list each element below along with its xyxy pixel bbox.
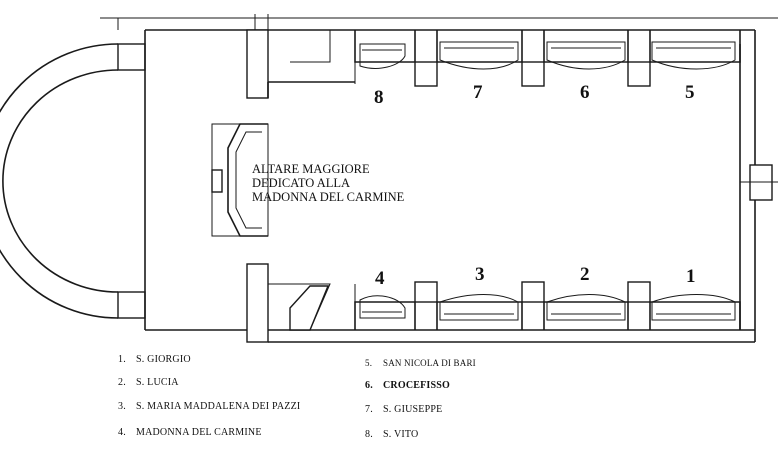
chapel-3 <box>436 294 523 330</box>
chapel-number-7: 7 <box>473 82 483 103</box>
north-chapels <box>354 30 741 70</box>
legend-number: 3. <box>118 401 126 412</box>
chapel-5 <box>649 30 741 70</box>
chapel-6 <box>543 30 629 70</box>
chapel-number-8: 8 <box>374 87 384 108</box>
legend-name: S. MARIA MADDALENA DEI PAZZI <box>136 401 301 412</box>
legend-item-3: 3. S. MARIA MADDALENA DEI PAZZI <box>118 401 300 412</box>
altar-label-line2: DEDICATO ALLA <box>252 176 350 190</box>
chapel-numbers: 8 7 6 5 4 3 2 1 <box>374 82 696 289</box>
chapel-8 <box>354 30 416 69</box>
chapel-2 <box>543 294 629 330</box>
altar-label-line1: ALTARE MAGGIORE <box>252 162 370 176</box>
altar-label-line3: MADONNA DEL CARMINE <box>252 190 405 204</box>
chapel-1 <box>649 294 741 330</box>
legend-item-4: 4. MADONNA DEL CARMINE <box>118 427 262 438</box>
legend-item-8: 8. S. VITO <box>365 429 418 440</box>
legend-number: 4. <box>118 427 126 438</box>
legend-name: S. GIORGIO <box>136 354 191 365</box>
church-floor-plan: ALTARE MAGGIORE DEDICATO ALLA MADONNA DE… <box>0 14 778 343</box>
legend-name: MADONNA DEL CARMINE <box>136 427 262 438</box>
legend-item-2: 2. S. LUCIA <box>118 377 179 388</box>
chapel-number-1: 1 <box>686 266 696 287</box>
legend-name: S. VITO <box>383 429 419 440</box>
legend-item-6: 6. CROCEFISSO <box>365 380 450 391</box>
main-altar: ALTARE MAGGIORE DEDICATO ALLA MADONNA DE… <box>211 123 405 237</box>
legend-number: 7. <box>365 404 373 415</box>
chapel-number-2: 2 <box>580 264 590 285</box>
outer-walls <box>100 14 778 343</box>
chapel-number-4: 4 <box>375 268 385 289</box>
chapel-4 <box>354 295 416 330</box>
nave-piers <box>354 30 651 330</box>
chapel-number-5: 5 <box>685 82 695 103</box>
chapel-number-3: 3 <box>475 264 485 285</box>
legend-name: S. LUCIA <box>136 377 179 388</box>
legend-item-7: 7. S. GIUSEPPE <box>365 404 442 415</box>
legend-number: 6. <box>365 380 373 391</box>
legend-number: 2. <box>118 377 126 388</box>
legend-name: SAN NICOLA DI BARI <box>383 358 476 368</box>
legend-item-1: 1. S. GIORGIO <box>118 354 191 365</box>
chapel-number-6: 6 <box>580 82 590 103</box>
south-chapels <box>354 294 741 330</box>
legend-number: 1. <box>118 354 126 365</box>
legend-number: 5. <box>365 358 373 368</box>
chapel-7 <box>436 30 523 70</box>
legend-item-5: 5. SAN NICOLA DI BARI <box>365 358 476 368</box>
legend-name: S. GIUSEPPE <box>383 404 443 415</box>
apse <box>0 30 146 330</box>
presbytery <box>246 29 355 343</box>
legend-name: CROCEFISSO <box>383 380 451 391</box>
legend-number: 8. <box>365 429 373 440</box>
